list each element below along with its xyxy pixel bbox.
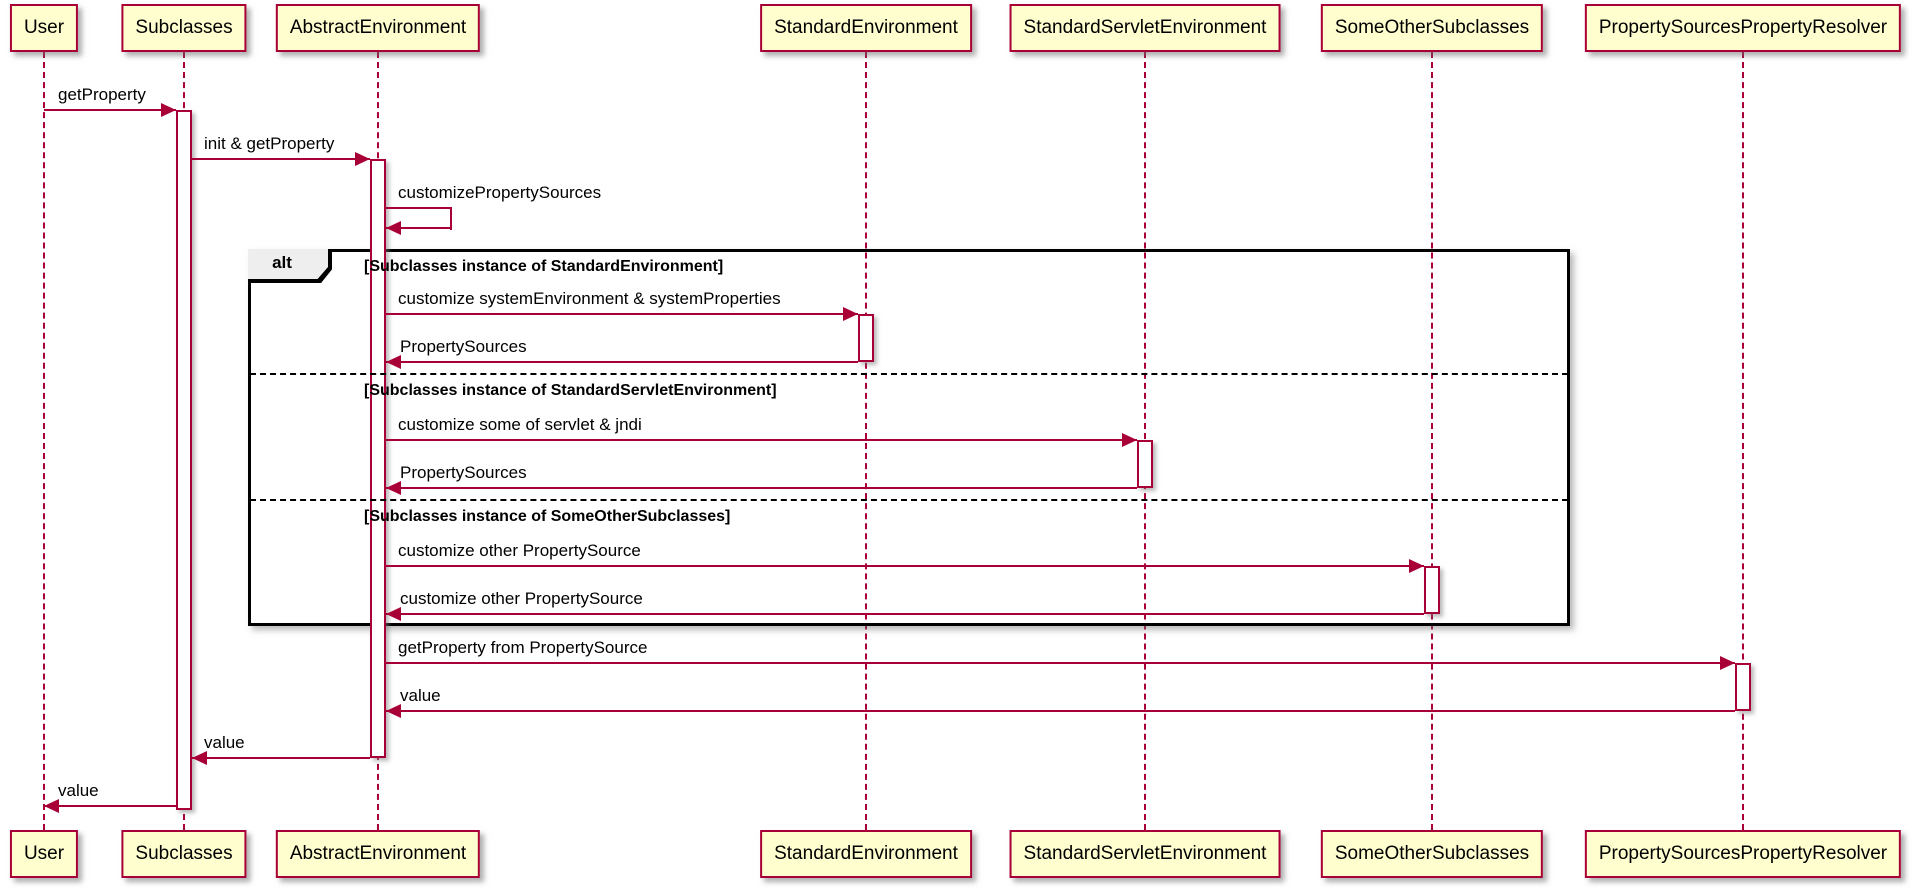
alt-frame xyxy=(248,249,1570,626)
participant-subclasses-bottom: Subclasses xyxy=(121,830,247,878)
participant-user-top: User xyxy=(9,4,79,52)
message-label-customize-systemenvironment: customize systemEnvironment & systemProp… xyxy=(398,289,781,308)
arrowhead xyxy=(44,799,59,813)
lifeline-standardenvironment xyxy=(865,52,867,830)
arrowhead xyxy=(161,103,176,117)
alt-guard-2: [Subclasses instance of StandardServletE… xyxy=(364,382,777,399)
activation-bar-propertysourcespropertyresolver xyxy=(1735,663,1751,711)
participant-propertysourcespropertyresolver-bottom: PropertySourcesPropertyResolver xyxy=(1584,830,1902,878)
message-arrow-customize-other-1 xyxy=(386,565,1424,567)
participant-standardenvironment-bottom: StandardEnvironment xyxy=(760,830,972,878)
arrowhead xyxy=(386,704,401,718)
message-label-init-getproperty: init & getProperty xyxy=(204,134,335,153)
arrowhead xyxy=(386,355,401,369)
participant-label: StandardEnvironment xyxy=(774,17,958,38)
message-label-customize-servlet-jndi: customize some of servlet & jndi xyxy=(398,415,642,434)
participant-label: AbstractEnvironment xyxy=(289,843,467,864)
alt-divider-1 xyxy=(250,373,1568,375)
participant-label: StandardServletEnvironment xyxy=(1023,17,1267,38)
participant-label: Subclasses xyxy=(135,17,233,38)
message-label-value-2: value xyxy=(204,733,245,752)
message-arrow-value-2 xyxy=(192,757,370,759)
participant-propertysourcespropertyresolver-top: PropertySourcesPropertyResolver xyxy=(1584,4,1902,52)
message-arrow-value-1 xyxy=(386,710,1735,712)
arrowhead xyxy=(1720,656,1735,670)
participant-subclasses-top: Subclasses xyxy=(121,4,247,52)
lifeline-propertysourcespropertyresolver xyxy=(1742,52,1744,830)
message-label-customize-other-2: customize other PropertySource xyxy=(400,589,643,608)
participant-someothersubclasses-bottom: SomeOtherSubclasses xyxy=(1320,830,1544,878)
participant-abstractenvironment-top: AbstractEnvironment xyxy=(275,4,481,52)
alt-tab: alt xyxy=(248,249,328,279)
participant-label: PropertySourcesPropertyResolver xyxy=(1598,843,1888,864)
message-arrow-propertysources-2 xyxy=(386,487,1137,489)
message-label-value-1: value xyxy=(400,686,441,705)
message-arrow-customize-other-2 xyxy=(386,613,1424,615)
participant-label: SomeOtherSubclasses xyxy=(1334,17,1530,38)
message-arrow-getproperty xyxy=(44,109,176,111)
arrowhead xyxy=(192,751,207,765)
message-label-customizepropertysources: customizePropertySources xyxy=(398,183,602,202)
activation-bar-subclasses xyxy=(176,110,192,810)
message-label-propertysources-2: PropertySources xyxy=(400,463,527,482)
participant-standardservletenvironment-bottom: StandardServletEnvironment xyxy=(1009,830,1281,878)
message-label-getproperty: getProperty xyxy=(58,85,146,104)
arrowhead xyxy=(386,481,401,495)
participant-label: User xyxy=(23,843,65,864)
message-label-value-3: value xyxy=(58,781,99,800)
arrowhead xyxy=(1122,433,1137,447)
participant-abstractenvironment-bottom: AbstractEnvironment xyxy=(275,830,481,878)
message-arrow-customize-servlet-jndi xyxy=(386,439,1137,441)
message-label-getproperty-from-propertysource: getProperty from PropertySource xyxy=(398,638,648,657)
alt-label: alt xyxy=(272,253,292,272)
participant-label: AbstractEnvironment xyxy=(289,17,467,38)
activation-bar-someothersubclasses xyxy=(1424,566,1440,614)
arrowhead xyxy=(1409,559,1424,573)
activation-bar-standardenvironment xyxy=(858,314,874,362)
activation-bar-standardservletenvironment xyxy=(1137,440,1153,488)
participant-label: SomeOtherSubclasses xyxy=(1334,843,1530,864)
participant-label: PropertySourcesPropertyResolver xyxy=(1598,17,1888,38)
participant-label: StandardServletEnvironment xyxy=(1023,843,1267,864)
participant-label: User xyxy=(23,17,65,38)
lifeline-someothersubclasses xyxy=(1431,52,1433,830)
arrowhead xyxy=(355,152,370,166)
self-message-side xyxy=(450,207,452,230)
message-arrow-getproperty-from-propertysource xyxy=(386,662,1735,664)
message-arrow-value-3 xyxy=(44,805,176,807)
message-label-propertysources-1: PropertySources xyxy=(400,337,527,356)
message-arrow-propertysources-1 xyxy=(386,361,858,363)
participant-label: Subclasses xyxy=(135,843,233,864)
self-message-top xyxy=(386,207,452,209)
message-arrow-init-getproperty xyxy=(192,158,370,160)
arrowhead xyxy=(843,307,858,321)
alt-guard-1: [Subclasses instance of StandardEnvironm… xyxy=(364,258,724,275)
message-label-customize-other-1: customize other PropertySource xyxy=(398,541,641,560)
participant-standardenvironment-top: StandardEnvironment xyxy=(760,4,972,52)
participant-someothersubclasses-top: SomeOtherSubclasses xyxy=(1320,4,1544,52)
participant-label: StandardEnvironment xyxy=(774,843,958,864)
arrowhead xyxy=(386,221,401,235)
participant-standardservletenvironment-top: StandardServletEnvironment xyxy=(1009,4,1281,52)
arrowhead xyxy=(386,607,401,621)
lifeline-user xyxy=(43,52,45,830)
self-message-bottom xyxy=(386,227,452,229)
activation-bar-abstractenvironment xyxy=(370,159,386,758)
participant-user-bottom: User xyxy=(9,830,79,878)
alt-guard-3: [Subclasses instance of SomeOtherSubclas… xyxy=(364,508,731,525)
message-arrow-customize-systemenvironment xyxy=(386,313,858,315)
alt-divider-2 xyxy=(250,499,1568,501)
